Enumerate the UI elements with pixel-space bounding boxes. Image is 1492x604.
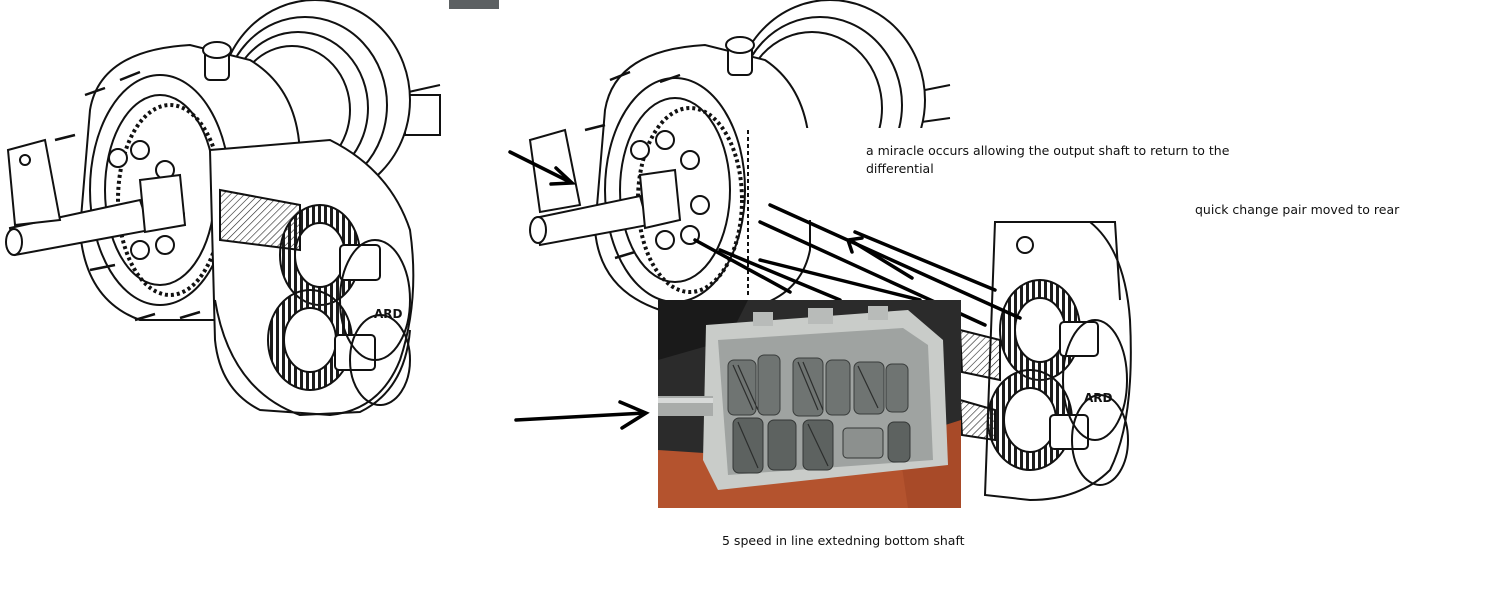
left-rear-end-assembly: [5, 0, 441, 417]
relocated-quick-change-section: [958, 221, 1132, 502]
quick-change-annotation: quick change pair moved to rear: [1195, 202, 1400, 217]
five-speed-annotation: 5 speed in line extedning bottom shaft: [722, 533, 965, 548]
miracle-annotation: a miracle occurs allowing the output sha…: [866, 143, 1230, 176]
left-badge-text: ARD: [374, 307, 403, 321]
image-corner-tab: [449, 0, 499, 9]
annotation-arrows: [508, 150, 1022, 430]
gearbox-photo: [658, 300, 961, 508]
gearbox-photo-art: [658, 300, 961, 508]
right-badge-text: ARD: [1084, 391, 1113, 405]
